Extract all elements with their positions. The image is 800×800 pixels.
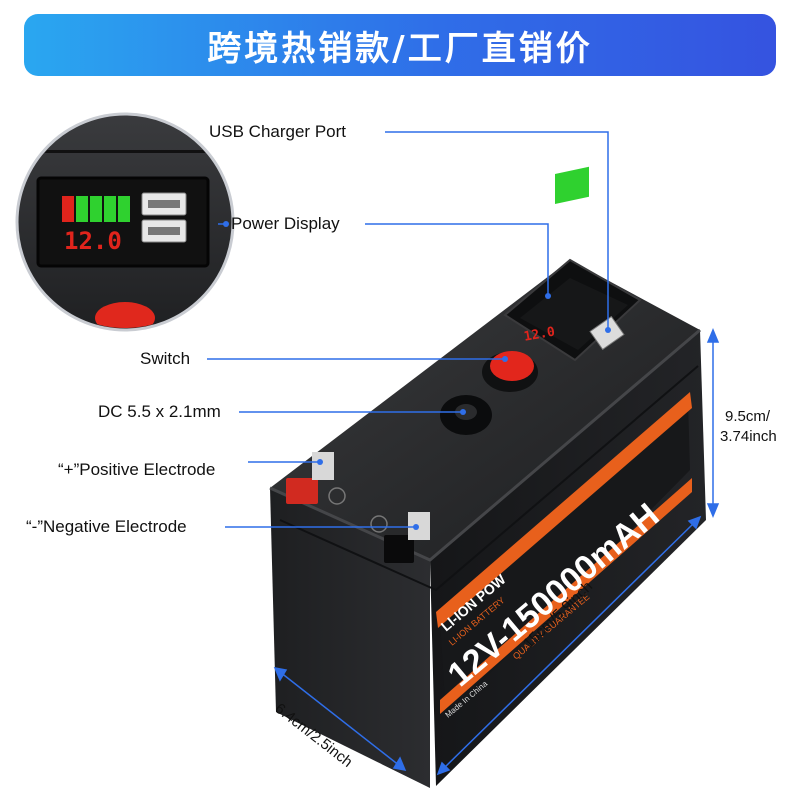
callout-negative-electrode: “-”Negative Electrode bbox=[26, 517, 187, 536]
dimension-height-inch: 3.74inch bbox=[720, 428, 777, 445]
title-banner: 跨境热销款/工厂直销价 bbox=[24, 14, 776, 76]
callout-dc-port: DC 5.5 x 2.1mm bbox=[98, 402, 221, 421]
dimension-height-cm: 9.5cm/ bbox=[725, 408, 771, 425]
battery: 12.0 bbox=[269, 166, 706, 788]
callout-power-display: Power Display bbox=[231, 214, 340, 233]
banner-title: 跨境热销款/工厂直销价 bbox=[207, 28, 593, 69]
callout-switch: Switch bbox=[140, 349, 191, 368]
dimension-lines bbox=[273, 328, 720, 776]
callout-dots bbox=[223, 221, 611, 530]
callout-usb-charger-port: USB Charger Port bbox=[209, 122, 346, 141]
zoom-inset: 12.0 bbox=[15, 112, 235, 332]
callout-positive-electrode: “+”Positive Electrode bbox=[58, 460, 216, 479]
callout-lines bbox=[207, 131, 609, 528]
display-voltage: 12.0 bbox=[523, 325, 557, 345]
inset-voltage-readout: 12.0 bbox=[64, 227, 122, 255]
